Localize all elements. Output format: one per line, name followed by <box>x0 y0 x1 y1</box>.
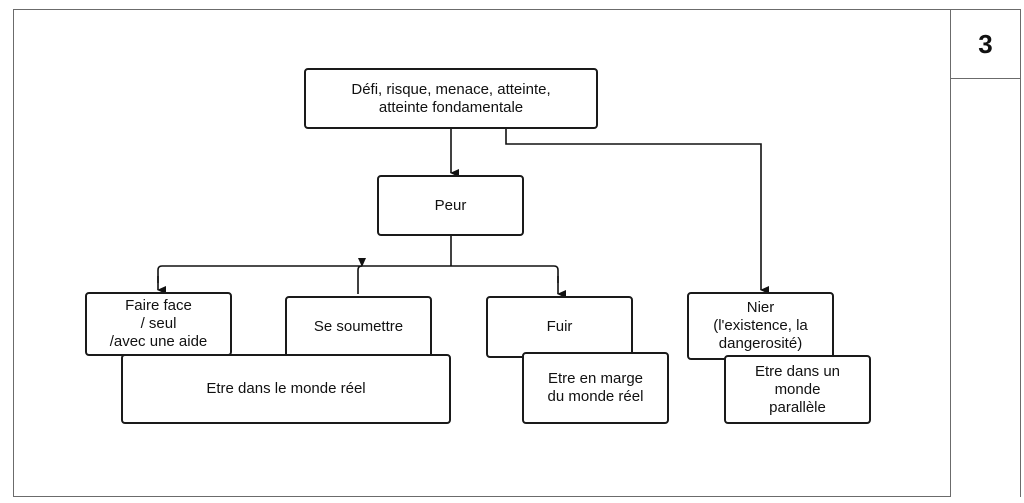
node-real-world: Etre dans le monde réel <box>121 354 451 424</box>
node-trigger: Défi, risque, menace, atteinte, atteinte… <box>304 68 598 129</box>
node-fear: Peur <box>377 175 524 236</box>
right-border-line <box>1020 79 1021 497</box>
arrow-fear-to-submit <box>357 257 366 294</box>
node-submit: Se soumettre <box>285 296 432 358</box>
node-face: Faire face / seul /avec une aide <box>85 292 232 356</box>
node-deny: Nier (l'existence, la dangerosité) <box>687 292 834 360</box>
node-parallel-world: Etre dans un monde parallèle <box>724 355 871 424</box>
node-flee: Fuir <box>486 296 633 358</box>
arrow-trigger-to-deny <box>505 129 769 294</box>
page-number: 3 <box>951 9 1021 79</box>
node-margin-world: Etre en marge du monde réel <box>522 352 669 424</box>
